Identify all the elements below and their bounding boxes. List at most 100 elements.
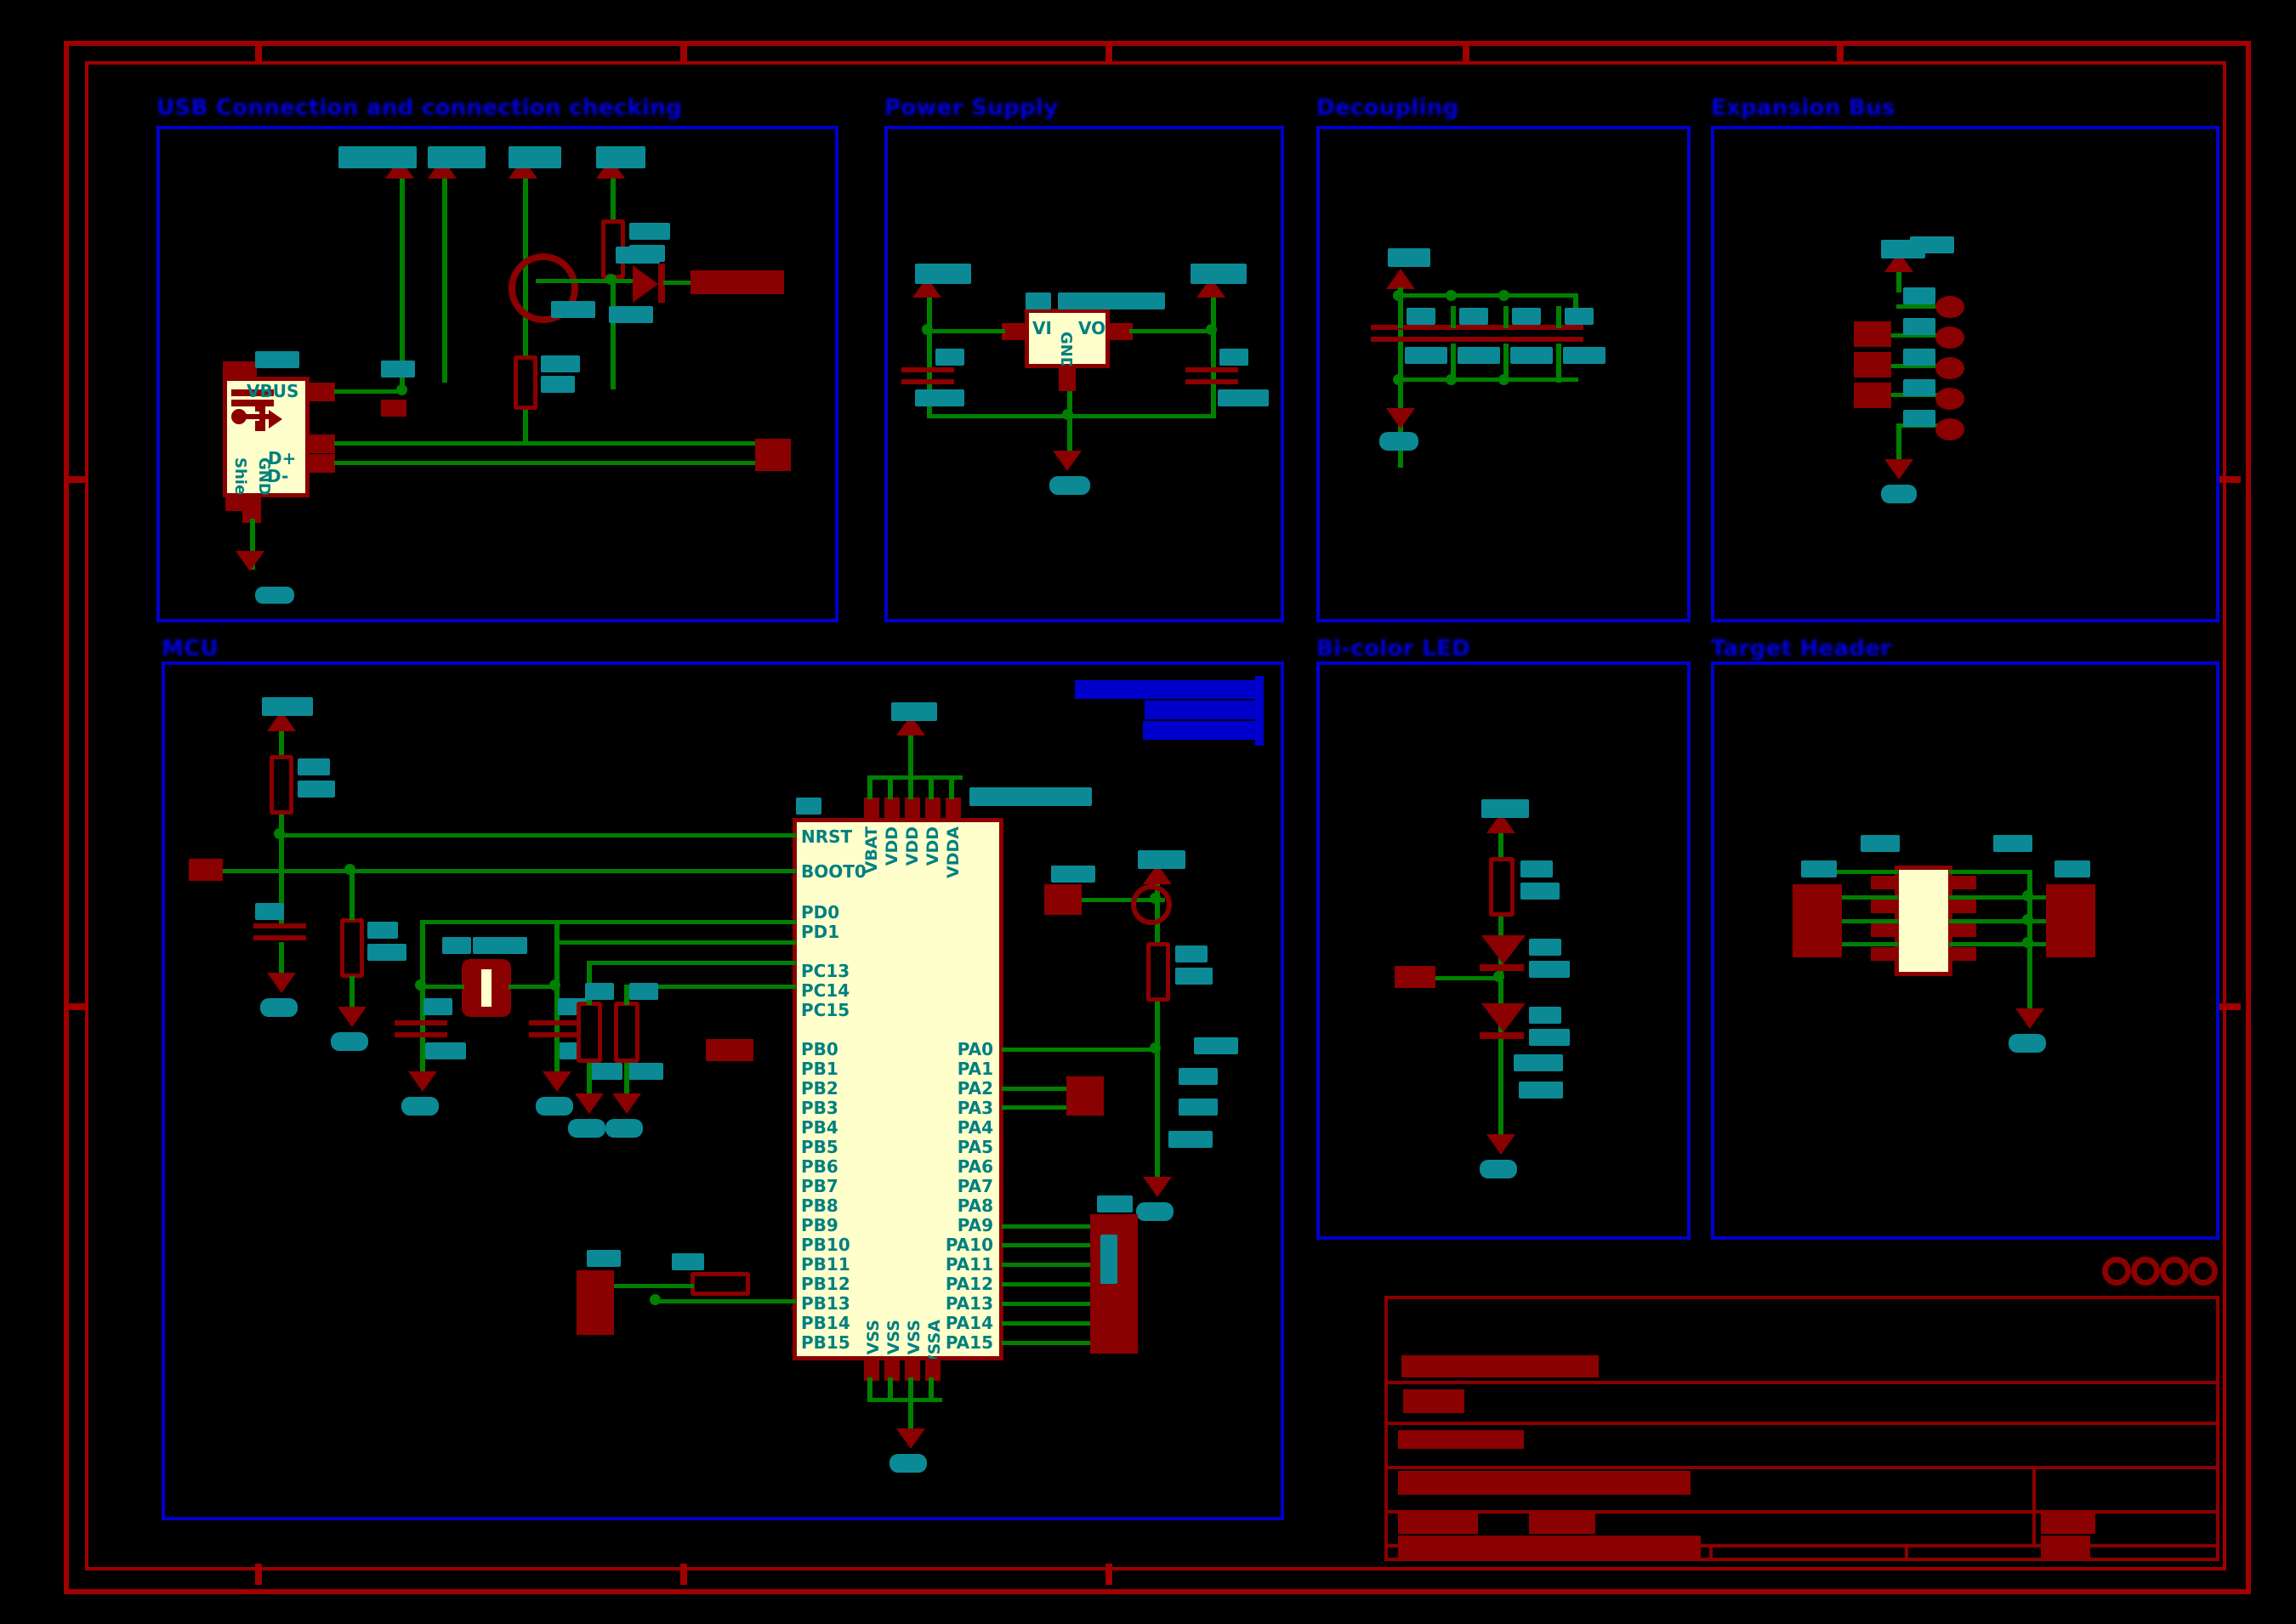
frame-tick (64, 1003, 85, 1010)
junction (344, 864, 355, 875)
wire-gnd-stem (929, 1377, 934, 1401)
group-title-mcu: MCU (162, 636, 219, 662)
usb-connector-body (223, 377, 310, 497)
reg-pin-vi: VI (1032, 318, 1052, 338)
group-title-power: Power Supply (884, 95, 1059, 121)
usb-pin-stub (225, 496, 244, 511)
series-resistor (614, 1002, 639, 1063)
wire-pa11 (1002, 1263, 1094, 1267)
wire-pa-down (1155, 1048, 1160, 1184)
wire-pa2 (1002, 1087, 1068, 1091)
usb-pin-stub (308, 434, 335, 453)
component-label (381, 361, 415, 378)
header-pin-stub (1951, 947, 1976, 961)
usb-data-connector (755, 439, 791, 471)
corner-mark (2131, 1257, 2160, 1286)
mcu-value (969, 787, 1092, 806)
resistor-value (541, 376, 575, 393)
mcu-pin-stub (884, 1359, 900, 1381)
resistor-label (629, 223, 670, 240)
gnd-arrow (575, 1093, 604, 1114)
wire-cap-leg (1451, 306, 1456, 328)
wire-target-l (1830, 942, 1898, 946)
power-flag-label (1191, 264, 1247, 284)
wire-gnd-bus (867, 1398, 942, 1402)
led-net-pad (1395, 966, 1435, 988)
cap-value (425, 1042, 466, 1059)
uart-connector (1066, 1076, 1104, 1116)
exp-pad (1854, 383, 1891, 408)
mcu-pin-pb11: PB11 (801, 1254, 850, 1275)
net-label (1194, 1037, 1238, 1054)
reg-pin-vo: VO (1078, 318, 1106, 338)
exp-pad (1854, 352, 1891, 378)
exp-label (1903, 318, 1935, 335)
wire-cap-gnd (554, 1041, 560, 1078)
usb-pin-stub (242, 496, 261, 523)
wire-target-r (1949, 919, 2049, 923)
gnd-arrow (1053, 451, 1082, 471)
wire-pb13 (655, 1299, 796, 1303)
power-flag-label (1481, 799, 1529, 818)
group-box-bicolor (1316, 662, 1691, 1240)
gnd-arrow (1884, 459, 1913, 480)
mcu-pin-pa12: PA12 (945, 1274, 993, 1294)
header-pin-stub (1951, 923, 1976, 937)
mcu-pin-pd1: PD1 (801, 922, 840, 942)
resistor (1146, 942, 1170, 1002)
resistor-label (672, 1253, 704, 1270)
usb-icon (269, 410, 282, 429)
exp-terminal (1935, 327, 1964, 349)
wire-reg-in (927, 329, 1005, 333)
mcu-pin-pa10: PA10 (945, 1235, 993, 1255)
wire-reg-out (1129, 329, 1214, 333)
gnd-label (1136, 1202, 1174, 1221)
mcu-pin-pa9: PA9 (957, 1215, 993, 1235)
title-block-divider (1384, 1466, 2219, 1469)
gnd-label (889, 1454, 927, 1473)
group-box-mcu (162, 662, 1284, 1520)
group-box-expansion (1711, 126, 2219, 622)
wire-pa15 (1002, 1341, 1094, 1345)
wire-vbus (334, 389, 402, 394)
frame-tick (255, 41, 262, 62)
wire-target-r (1949, 942, 2049, 946)
mcu-pin-stub (946, 798, 961, 820)
power-flag-label (509, 146, 561, 168)
wire-cap-leg (1556, 306, 1561, 328)
wire-exp (1890, 333, 1937, 338)
wire-cap-leg (1398, 306, 1403, 328)
title-block-divider (1709, 1544, 1713, 1561)
mcu-pin-pc14: PC14 (801, 980, 850, 1001)
frame-tick (255, 1564, 262, 1585)
junction (1498, 290, 1509, 301)
power-flag-label (891, 702, 937, 721)
exp-terminal (1935, 357, 1964, 379)
frame-tick (64, 476, 85, 483)
component-stub (381, 400, 406, 417)
boot0-resistor (340, 918, 364, 978)
wire-pa-sw (1054, 898, 1165, 902)
mcu-pin-pb0: PB0 (801, 1039, 838, 1059)
wire-led-in (1429, 976, 1503, 980)
title-block-size (1398, 1513, 1478, 1534)
led-resistor-1 (1489, 857, 1515, 917)
crystal-load-cap-2 (529, 1020, 582, 1042)
junction (1446, 290, 1457, 301)
connector-label (616, 247, 660, 264)
junction (1498, 374, 1509, 385)
mcu-pin-pb10: PB10 (801, 1235, 850, 1255)
wire-vdd-up (908, 718, 913, 778)
usb-pin-gnd: GND (255, 457, 273, 496)
led-symbol-2 (1481, 1003, 1526, 1032)
wire-pa3 (1002, 1105, 1068, 1110)
frame-tick (2219, 1003, 2241, 1010)
wire-nrst-cap (279, 833, 284, 927)
wire-boot0-v (350, 869, 355, 920)
mcu-pin-pa1: PA1 (957, 1059, 993, 1079)
wire-osc2-to-mcu (554, 940, 796, 945)
usb-icon (259, 406, 265, 427)
junction (605, 274, 617, 285)
wire-gnd-stem (888, 1377, 893, 1401)
crystal-slot (481, 969, 492, 1007)
